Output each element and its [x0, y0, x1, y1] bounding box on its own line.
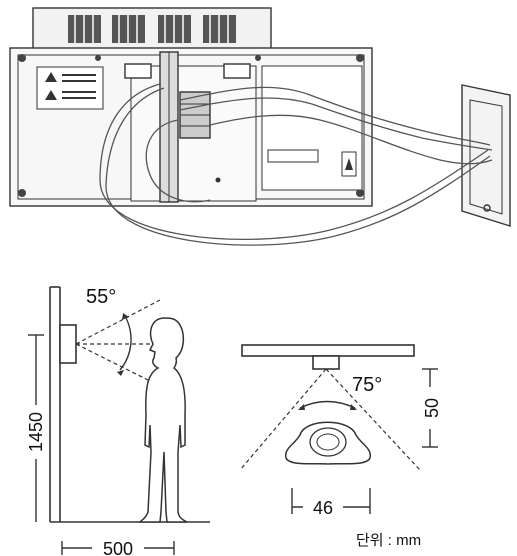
device-wiring-illustration	[9, 7, 511, 246]
screw-holes	[18, 54, 364, 197]
top-angle-label: 75°	[352, 374, 382, 396]
side-view-diagram	[28, 286, 210, 555]
head-top-view	[285, 421, 371, 465]
depth-label: 50	[422, 398, 442, 418]
side-angle-arc	[119, 317, 132, 371]
ceiling-plate	[241, 344, 415, 357]
warning-label	[36, 66, 104, 110]
top-view-diagram	[239, 344, 438, 514]
width-label: 46	[313, 498, 333, 518]
side-device	[59, 324, 77, 364]
cables	[99, 83, 493, 246]
top-device	[312, 355, 340, 370]
top-angle-arc	[299, 400, 356, 409]
height-label: 1450	[26, 412, 46, 452]
human-figure	[138, 317, 188, 523]
wall-box	[461, 84, 511, 227]
side-angle-label: 55°	[86, 286, 116, 308]
distance-label: 500	[103, 539, 133, 556]
unit-label: 단위 : mm	[356, 532, 421, 549]
